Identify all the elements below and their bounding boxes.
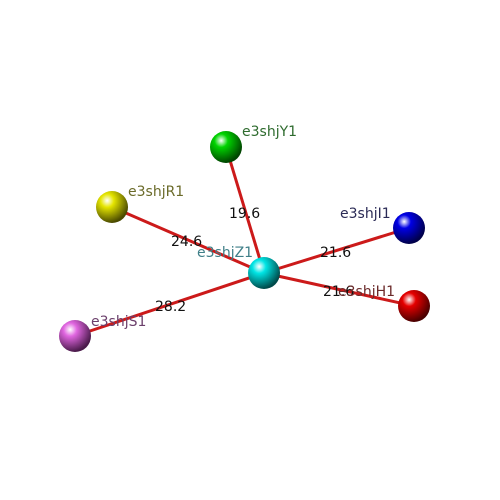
- bond-z1-y1: [224, 145, 266, 275]
- atom-label-y1: e3shjY1: [242, 124, 297, 140]
- atom-label-s1: e3shjS1: [91, 314, 146, 330]
- bond-z1-r1: [110, 205, 266, 275]
- distance-label-z1-s1: 28.2: [155, 299, 186, 315]
- atom-h1[interactable]: [398, 290, 430, 322]
- atom-y1[interactable]: [210, 131, 242, 163]
- atom-label-h1: e3shjH1: [338, 284, 395, 300]
- bond-z1-h1: [262, 271, 416, 308]
- atom-label-r1: e3shjR1: [128, 184, 184, 200]
- bond-z1-s1: [73, 271, 266, 338]
- atom-label-i1: e3shjI1: [340, 206, 391, 222]
- distance-label-z1-h1: 21.6: [323, 284, 354, 300]
- atom-label-z1: e3shjZ1: [197, 245, 253, 261]
- distance-label-z1-y1: 19.6: [229, 206, 260, 222]
- atom-s1[interactable]: [59, 320, 91, 352]
- atom-r1[interactable]: [96, 191, 128, 223]
- bond-z1-i1: [262, 226, 411, 275]
- distance-label-z1-i1: 21.6: [320, 245, 351, 261]
- atom-z1[interactable]: [248, 257, 280, 289]
- distance-label-z1-r1: 24.6: [171, 234, 202, 250]
- atom-i1[interactable]: [393, 212, 425, 244]
